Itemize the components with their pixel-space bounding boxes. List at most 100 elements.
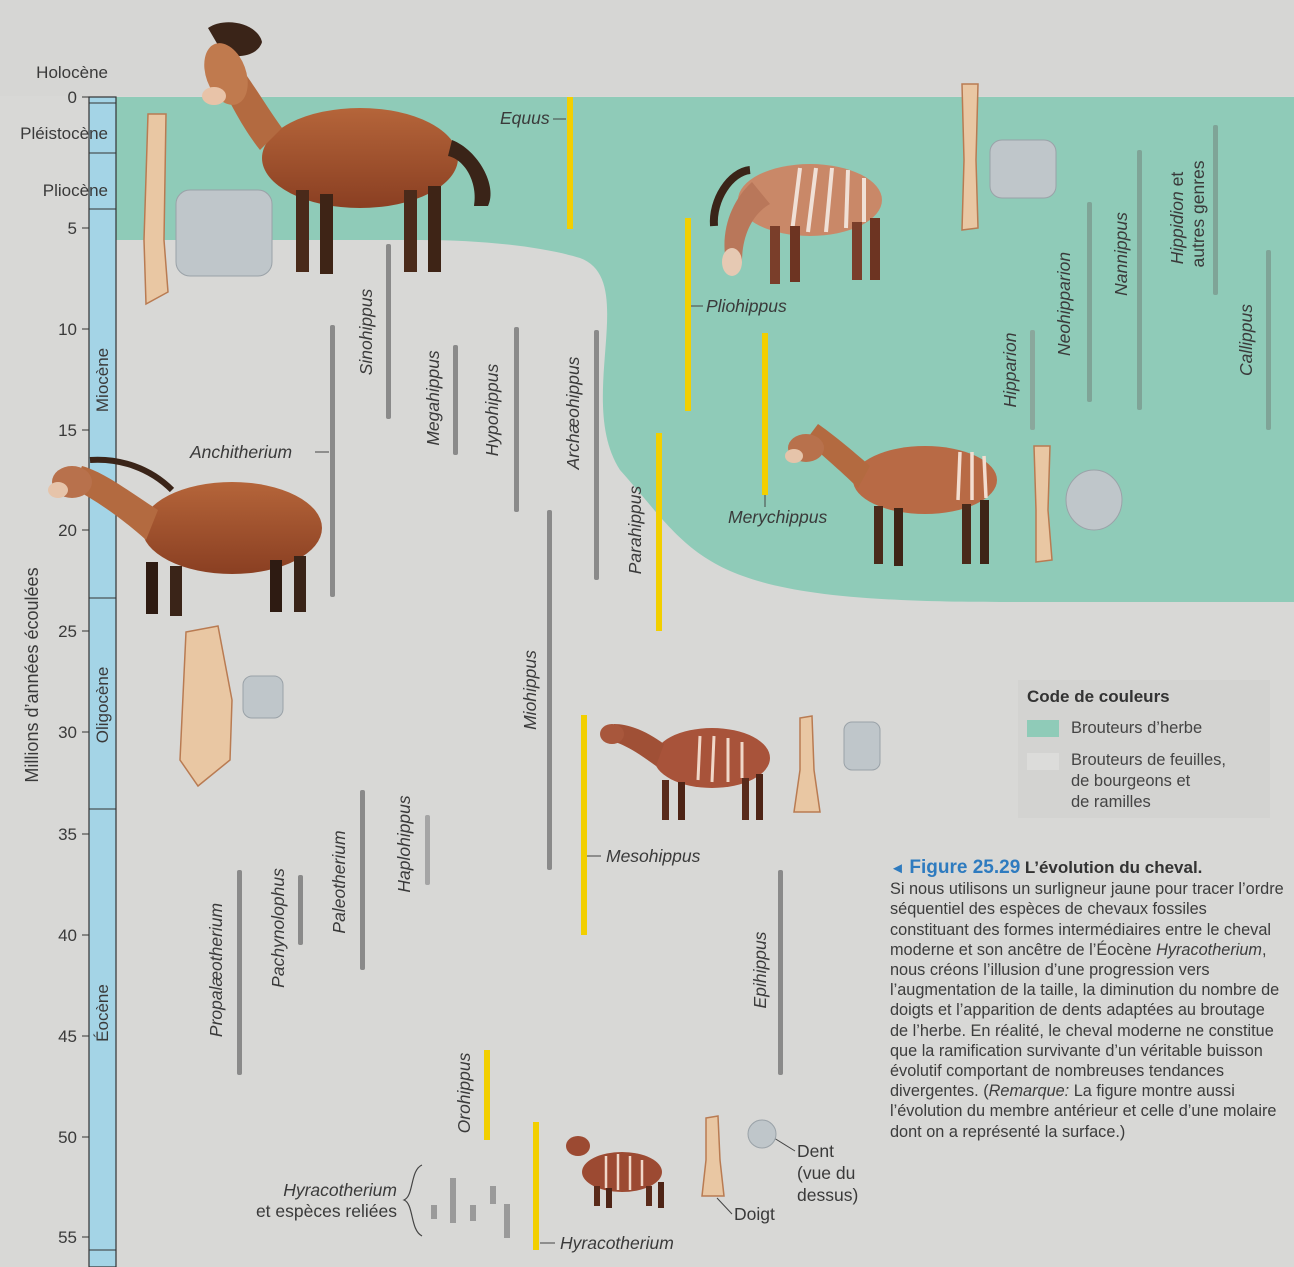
label-archaeohippus: Archæohippus	[563, 356, 583, 470]
lineage-bar-sinohippus	[386, 244, 391, 419]
tick-label: 10	[58, 320, 77, 339]
annotation-doigt: Doigt	[734, 1204, 775, 1224]
label-hippidion-group: Hippidion et autres genres	[1167, 160, 1208, 267]
lineage-bar-hyracotherium-relative	[470, 1205, 476, 1221]
molar-anchitherium	[243, 676, 283, 718]
label-epihippus: Epihippus	[750, 931, 770, 1008]
legend-swatch-grazers	[1027, 720, 1059, 737]
tick-label: 35	[58, 825, 77, 844]
label-paleotherium: Paleotherium	[329, 830, 349, 933]
tick-label: 40	[58, 926, 77, 945]
lineage-bar-hipparion	[1030, 330, 1035, 430]
label-hyracotherium-group-line1: Hyracotherium	[283, 1180, 397, 1200]
lineage-bar-mesohippus	[581, 715, 587, 935]
legend-label-browsers-line2: de bourgeons et	[1071, 771, 1266, 792]
epoch-pliocene-label: Pliocène	[43, 181, 108, 200]
label-propalaeotherium: Propalæotherium	[206, 903, 226, 1037]
lineage-bar-hypohippus	[514, 327, 519, 512]
lineage-bar-pliohippus	[685, 218, 691, 411]
tick-label: 5	[68, 219, 77, 238]
lineage-bar-callippus	[1266, 250, 1271, 430]
molar-equus	[176, 190, 272, 276]
label-anchitherium: Anchitherium	[189, 442, 292, 462]
top-band	[0, 0, 1294, 96]
label-hyracotherium: Hyracotherium	[560, 1233, 674, 1253]
label-hipparion: Hipparion	[1000, 333, 1020, 408]
label-hippidion: Hippidion	[1167, 191, 1187, 264]
lineage-bar-hyracotherium-relative	[504, 1204, 510, 1238]
lineage-bar-anchitherium	[330, 325, 335, 597]
lineage-bar-hyracotherium-relative	[431, 1205, 437, 1219]
label-pliohippus: Pliohippus	[706, 296, 787, 316]
label-miohippus: Miohippus	[520, 650, 540, 730]
epoch-pleistocene-label: Pléistocène	[20, 124, 108, 143]
molar-merychippus	[1066, 470, 1122, 530]
legend-label-browsers-line1: Brouteurs de feuilles,	[1071, 750, 1266, 771]
epoch-oligocene-label: Oligocène	[93, 667, 112, 744]
tick-label: 30	[58, 723, 77, 742]
label-haplohippus: Haplohippus	[394, 795, 414, 893]
molar-pliohippus	[990, 140, 1056, 198]
label-merychippus: Merychippus	[728, 507, 827, 527]
lineage-bar-haplohippus	[425, 815, 430, 885]
legend-title: Code de couleurs	[1027, 687, 1170, 707]
tick-label: 50	[58, 1128, 77, 1147]
figure-title: L’évolution du cheval.	[1025, 858, 1203, 877]
legend-swatch-browsers	[1027, 753, 1059, 770]
label-callippus: Callippus	[1236, 304, 1256, 376]
epoch-eocene-label: Éocène	[93, 984, 112, 1042]
lineage-bar-archaeohippus	[594, 330, 599, 580]
label-neohipparion: Neohipparion	[1054, 252, 1074, 356]
label-sinohippus: Sinohippus	[356, 288, 376, 375]
label-orohippus: Orohippus	[454, 1052, 474, 1133]
tick-label: 20	[58, 521, 77, 540]
label-hippidion-et: et	[1167, 172, 1187, 192]
lineage-bar-parahippus	[656, 433, 662, 631]
molar-mesohippus	[844, 722, 880, 770]
caption-body-2: , nous créons l’illusion d’une progressi…	[890, 941, 1279, 1100]
lineage-bar-hippidion	[1213, 125, 1218, 295]
lineage-bar-hyracotherium-relative	[450, 1178, 456, 1223]
label-nannippus: Nannippus	[1111, 212, 1131, 296]
color-legend: Code de couleurs Brouteurs d’herbe Brout…	[1018, 680, 1270, 818]
label-autres-genres: autres genres	[1188, 160, 1208, 267]
caption-arrow-icon: ◄	[890, 860, 905, 877]
forelimb-pliohippus	[962, 84, 978, 230]
legend-label-browsers: Brouteurs de feuilles, de bourgeons et d…	[1071, 750, 1266, 813]
label-mesohippus: Mesohippus	[606, 846, 701, 866]
caption-italic-remark: Remarque:	[989, 1082, 1070, 1100]
figure-number: Figure 25.29	[909, 857, 1020, 878]
forelimb-equus	[144, 114, 168, 304]
label-hypohippus: Hypohippus	[482, 364, 502, 457]
lineage-bar-propalaeotherium	[237, 870, 242, 1075]
y-axis-label: Millions d’années écoulées	[22, 567, 42, 782]
lineage-bar-merychippus	[762, 333, 768, 495]
annotation-dent-line3: dessus)	[797, 1185, 858, 1205]
tick-label: 45	[58, 1027, 77, 1046]
lineage-bar-hyracotherium	[533, 1122, 539, 1250]
tick-label: 55	[58, 1228, 77, 1247]
label-pachynolophus: Pachynolophus	[268, 868, 288, 988]
lineage-bar-paleotherium	[360, 790, 365, 970]
caption-italic-genus: Hyracotherium	[1156, 941, 1262, 959]
lineage-bar-hyracotherium-relative	[490, 1186, 496, 1204]
molar-hyracotherium	[748, 1120, 776, 1148]
lineage-bar-neohipparion	[1087, 202, 1092, 402]
lineage-bar-orohippus	[484, 1050, 490, 1140]
lineage-bar-megahippus	[453, 345, 458, 455]
lineage-bar-nannippus	[1137, 150, 1142, 410]
legend-label-grazers: Brouteurs d’herbe	[1071, 718, 1266, 739]
annotation-dent-line2: (vue du	[797, 1163, 855, 1183]
svg-text:Hippidion et: Hippidion et	[1167, 172, 1187, 265]
tick-label: 25	[58, 622, 77, 641]
label-megahippus: Megahippus	[423, 350, 443, 446]
label-equus: Equus	[500, 108, 550, 128]
label-hyracotherium-group-line2: et espèces reliées	[256, 1201, 397, 1221]
legend-label-browsers-line3: de ramilles	[1071, 792, 1266, 813]
lineage-bar-pachynolophus	[298, 875, 303, 945]
lineage-bar-equus	[567, 97, 573, 229]
tick-label: 15	[58, 421, 77, 440]
lineage-bar-miohippus	[547, 510, 552, 870]
tick-label: 0	[68, 88, 77, 107]
epoch-holocene-label: Holocène	[36, 63, 108, 82]
